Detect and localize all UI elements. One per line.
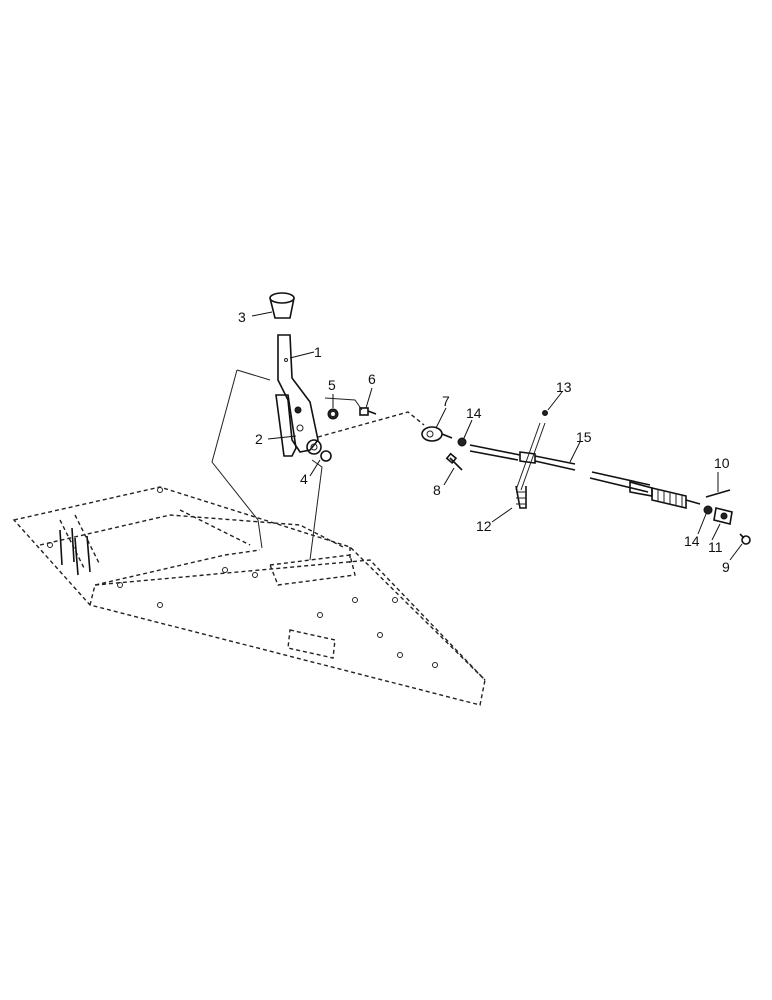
part-5-nut [327, 408, 339, 420]
part-1-lever [277, 334, 319, 453]
callout-8: 8 [433, 482, 441, 498]
part-14-nut-right [703, 505, 713, 515]
callout-1: 1 [314, 344, 322, 360]
callout-7: 7 [442, 393, 450, 409]
callout-6: 6 [368, 371, 376, 387]
mounting-panel [211, 369, 363, 561]
callout-2: 2 [255, 431, 263, 447]
part-3-knob [269, 292, 295, 319]
part-10-pin [705, 489, 731, 498]
callout-5: 5 [328, 377, 336, 393]
callout-13: 13 [556, 379, 572, 395]
callout-11: 11 [708, 539, 723, 555]
callout-14-left: 14 [466, 405, 482, 421]
part-4-pivot-nut [306, 439, 332, 462]
part-11-adapter [713, 507, 733, 525]
callout-14-right: 14 [684, 533, 700, 549]
part-13-clip [515, 410, 548, 491]
part-9-bolt [739, 533, 751, 545]
callout-3: 3 [238, 309, 246, 325]
part-6-bolt [359, 407, 377, 416]
connection-line [317, 411, 425, 438]
callout-9: 9 [722, 559, 730, 575]
part-2-bracket [275, 394, 304, 457]
part-15-cable [469, 444, 701, 510]
part-7-rod-end [421, 426, 453, 442]
leader-lines [251, 311, 743, 561]
callout-15: 15 [576, 429, 592, 445]
part-14-nut-left [457, 437, 467, 447]
part-12-clamp [515, 485, 527, 509]
base-frame [12, 486, 486, 706]
callout-4: 4 [300, 471, 308, 487]
callout-10: 10 [714, 455, 730, 471]
part-8-bolt [445, 452, 463, 471]
callout-12: 12 [476, 518, 492, 534]
